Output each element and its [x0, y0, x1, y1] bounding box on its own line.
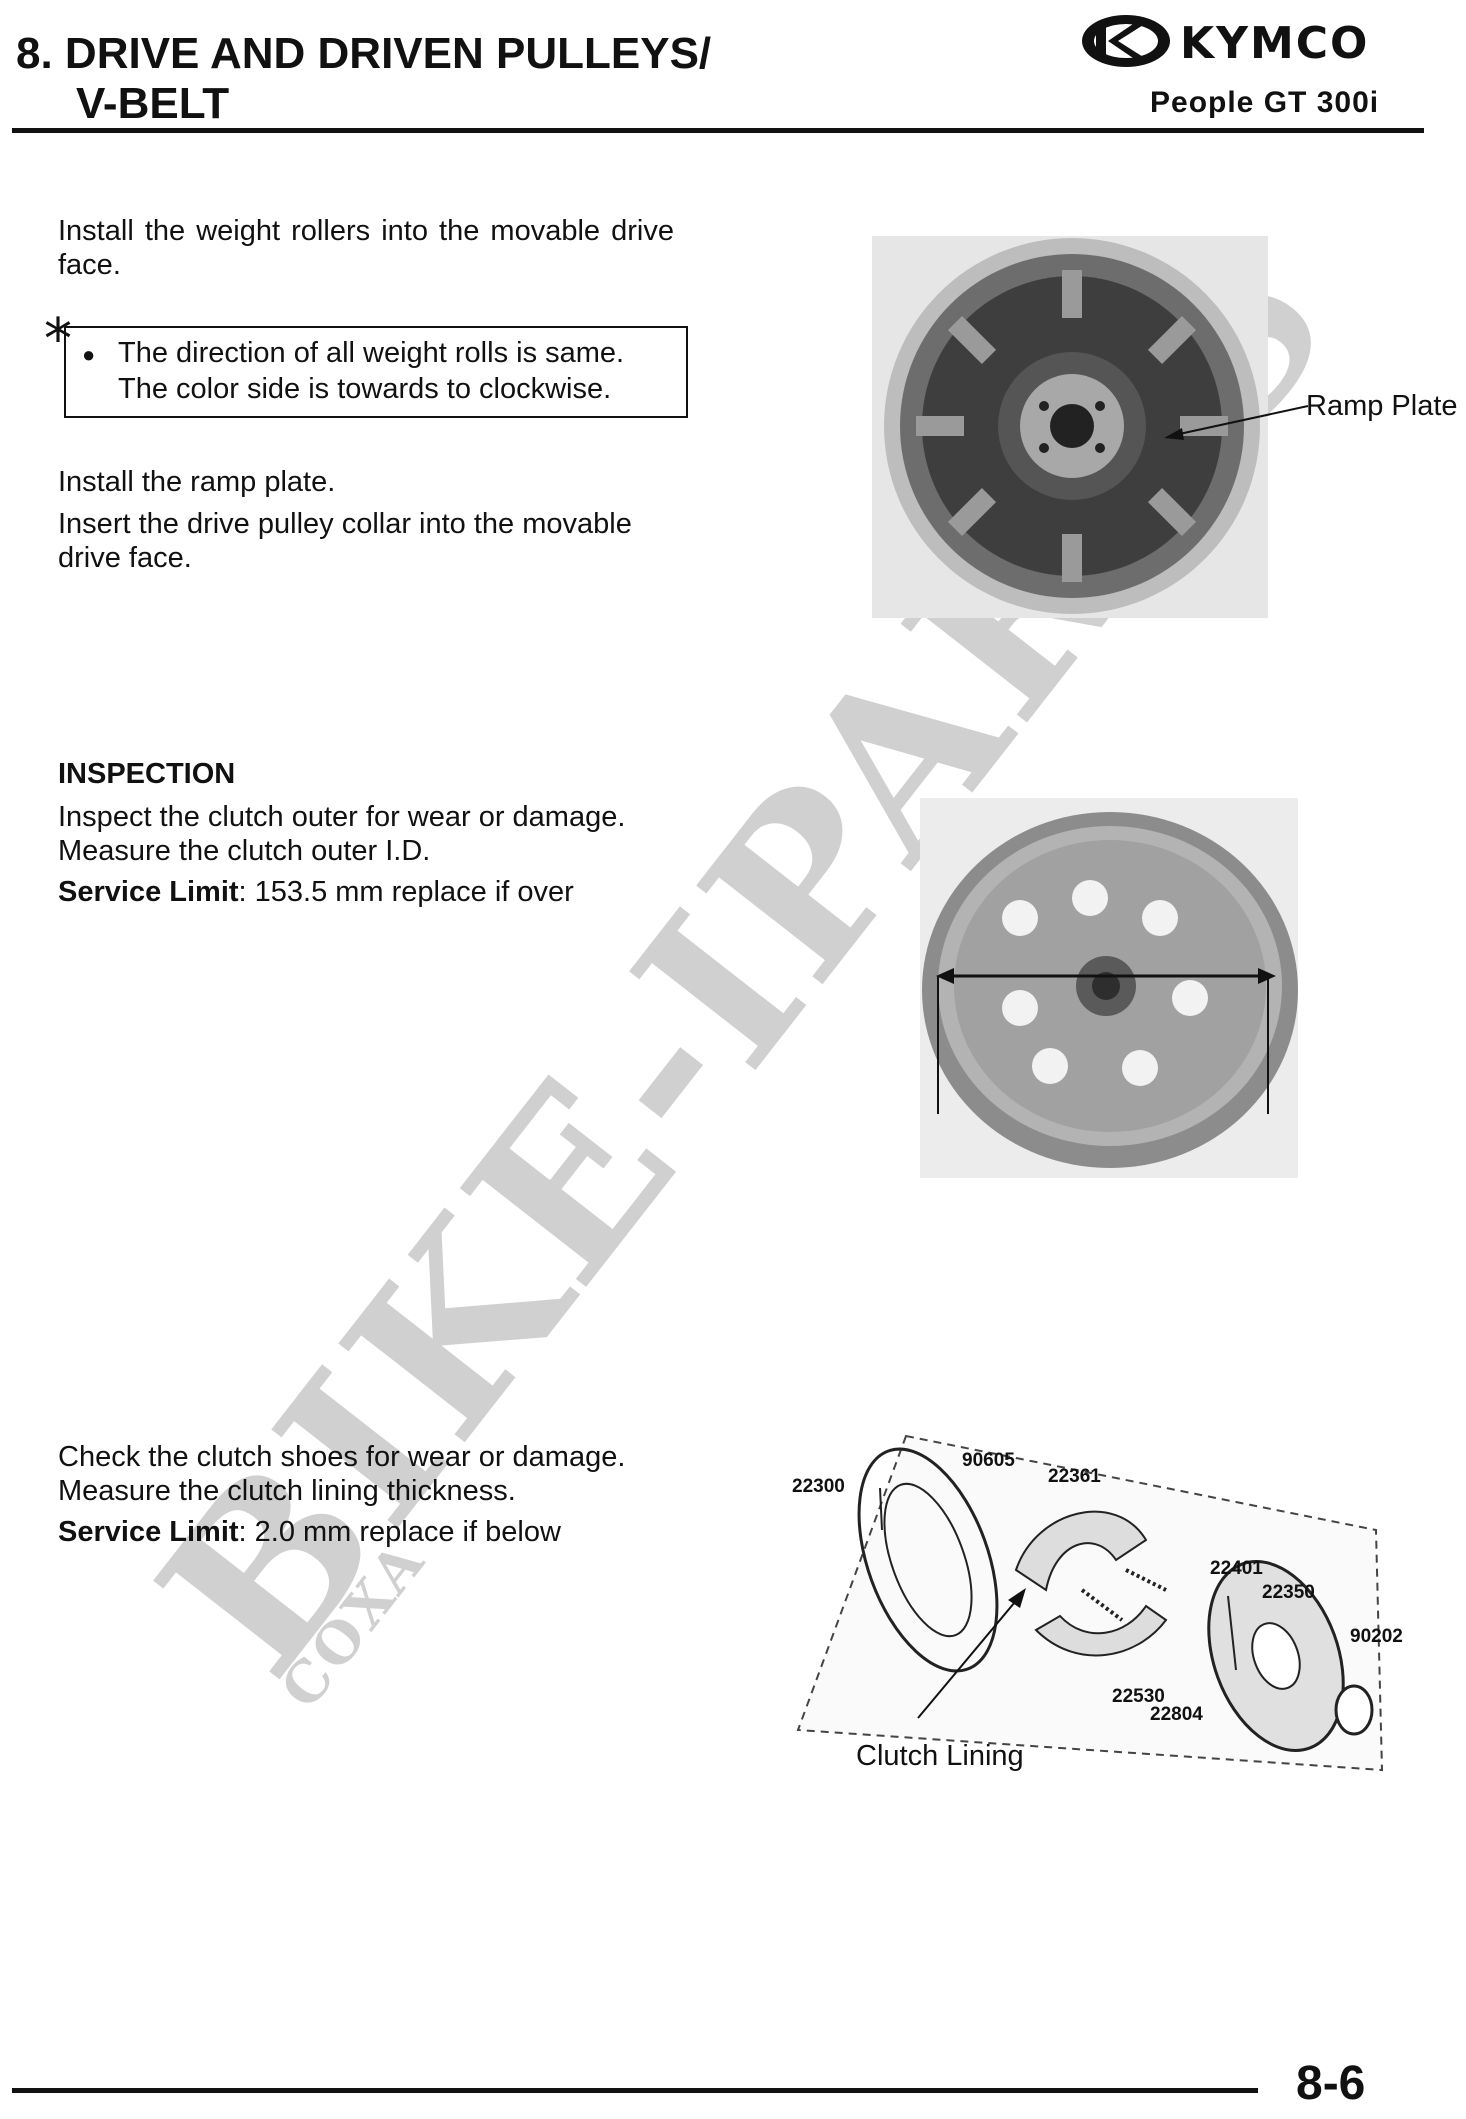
- ramp-plate-label: Ramp Plate: [1306, 390, 1458, 422]
- inspection-heading: INSPECTION: [58, 758, 236, 790]
- clutch-lining-leader-line: [917, 1588, 1026, 1719]
- part-number: 90202: [1350, 1626, 1403, 1647]
- id-measurement-marker: [936, 968, 1276, 1114]
- note-asterisk: *: [44, 307, 72, 372]
- page-number: 8-6: [1296, 2057, 1366, 2110]
- part-number: 22401: [1210, 1558, 1263, 1579]
- check-clutch-shoes: Check the clutch shoes for wear or damag…: [58, 1441, 626, 1473]
- clutch-outer-photo: [920, 798, 1298, 1178]
- logo-text: KYMCO: [1180, 18, 1369, 69]
- para-install-ramp: Install the ramp plate.: [58, 466, 336, 498]
- part-number: 22300: [792, 1476, 845, 1497]
- service-limit-outer: Service Limit: 153.5 mm replace if over: [58, 875, 574, 909]
- part-number: 90605: [962, 1450, 1015, 1471]
- part-number: 22804: [1150, 1704, 1203, 1725]
- inspect-clutch-outer: Inspect the clutch outer for wear or dam…: [58, 801, 626, 833]
- ramp-plate-photo: [872, 236, 1268, 618]
- service-limit-value: : 153.5 mm replace if over: [238, 876, 574, 908]
- model-name: People GT 300i: [1150, 86, 1380, 119]
- chapter-title-line2: V-BELT: [76, 79, 230, 128]
- service-limit-lining: Service Limit: 2.0 mm replace if below: [58, 1515, 561, 1549]
- service-limit-label: Service Limit: [58, 1516, 239, 1548]
- note-line1: The direction of all weight rolls is sam…: [118, 337, 625, 369]
- part-number: 22350: [1262, 1582, 1315, 1603]
- clutch-exploded-diagram: 22300 90605 22361 22401 22350 90202 2253…: [786, 1430, 1403, 1776]
- service-limit-value: : 2.0 mm replace if below: [238, 1516, 561, 1548]
- measure-clutch-outer: Measure the clutch outer I.D.: [58, 835, 431, 867]
- measure-lining: Measure the clutch lining thickness.: [58, 1475, 516, 1507]
- bullet-icon: ●: [82, 342, 96, 367]
- note-box: ● The direction of all weight rolls is s…: [64, 326, 688, 418]
- part-number: 22361: [1048, 1466, 1101, 1487]
- para-insert-collar: Insert the drive pulley collar into the …: [58, 508, 632, 574]
- kymco-logo: KYMCO: [1078, 8, 1426, 72]
- header-rule: [12, 128, 1424, 133]
- part-number: 22530: [1112, 1686, 1165, 1707]
- footer-rule: [12, 2088, 1258, 2093]
- service-limit-label: Service Limit: [58, 876, 239, 908]
- ramp-plate-leader-line: [1164, 405, 1309, 440]
- para-install-rollers: Install the weight rollers into the mova…: [58, 215, 674, 281]
- note-line2: The color side is towards to clockwise.: [118, 373, 612, 405]
- clutch-lining-label: Clutch Lining: [856, 1740, 1024, 1772]
- chapter-title-line1: 8. DRIVE AND DRIVEN PULLEYS/: [16, 29, 712, 78]
